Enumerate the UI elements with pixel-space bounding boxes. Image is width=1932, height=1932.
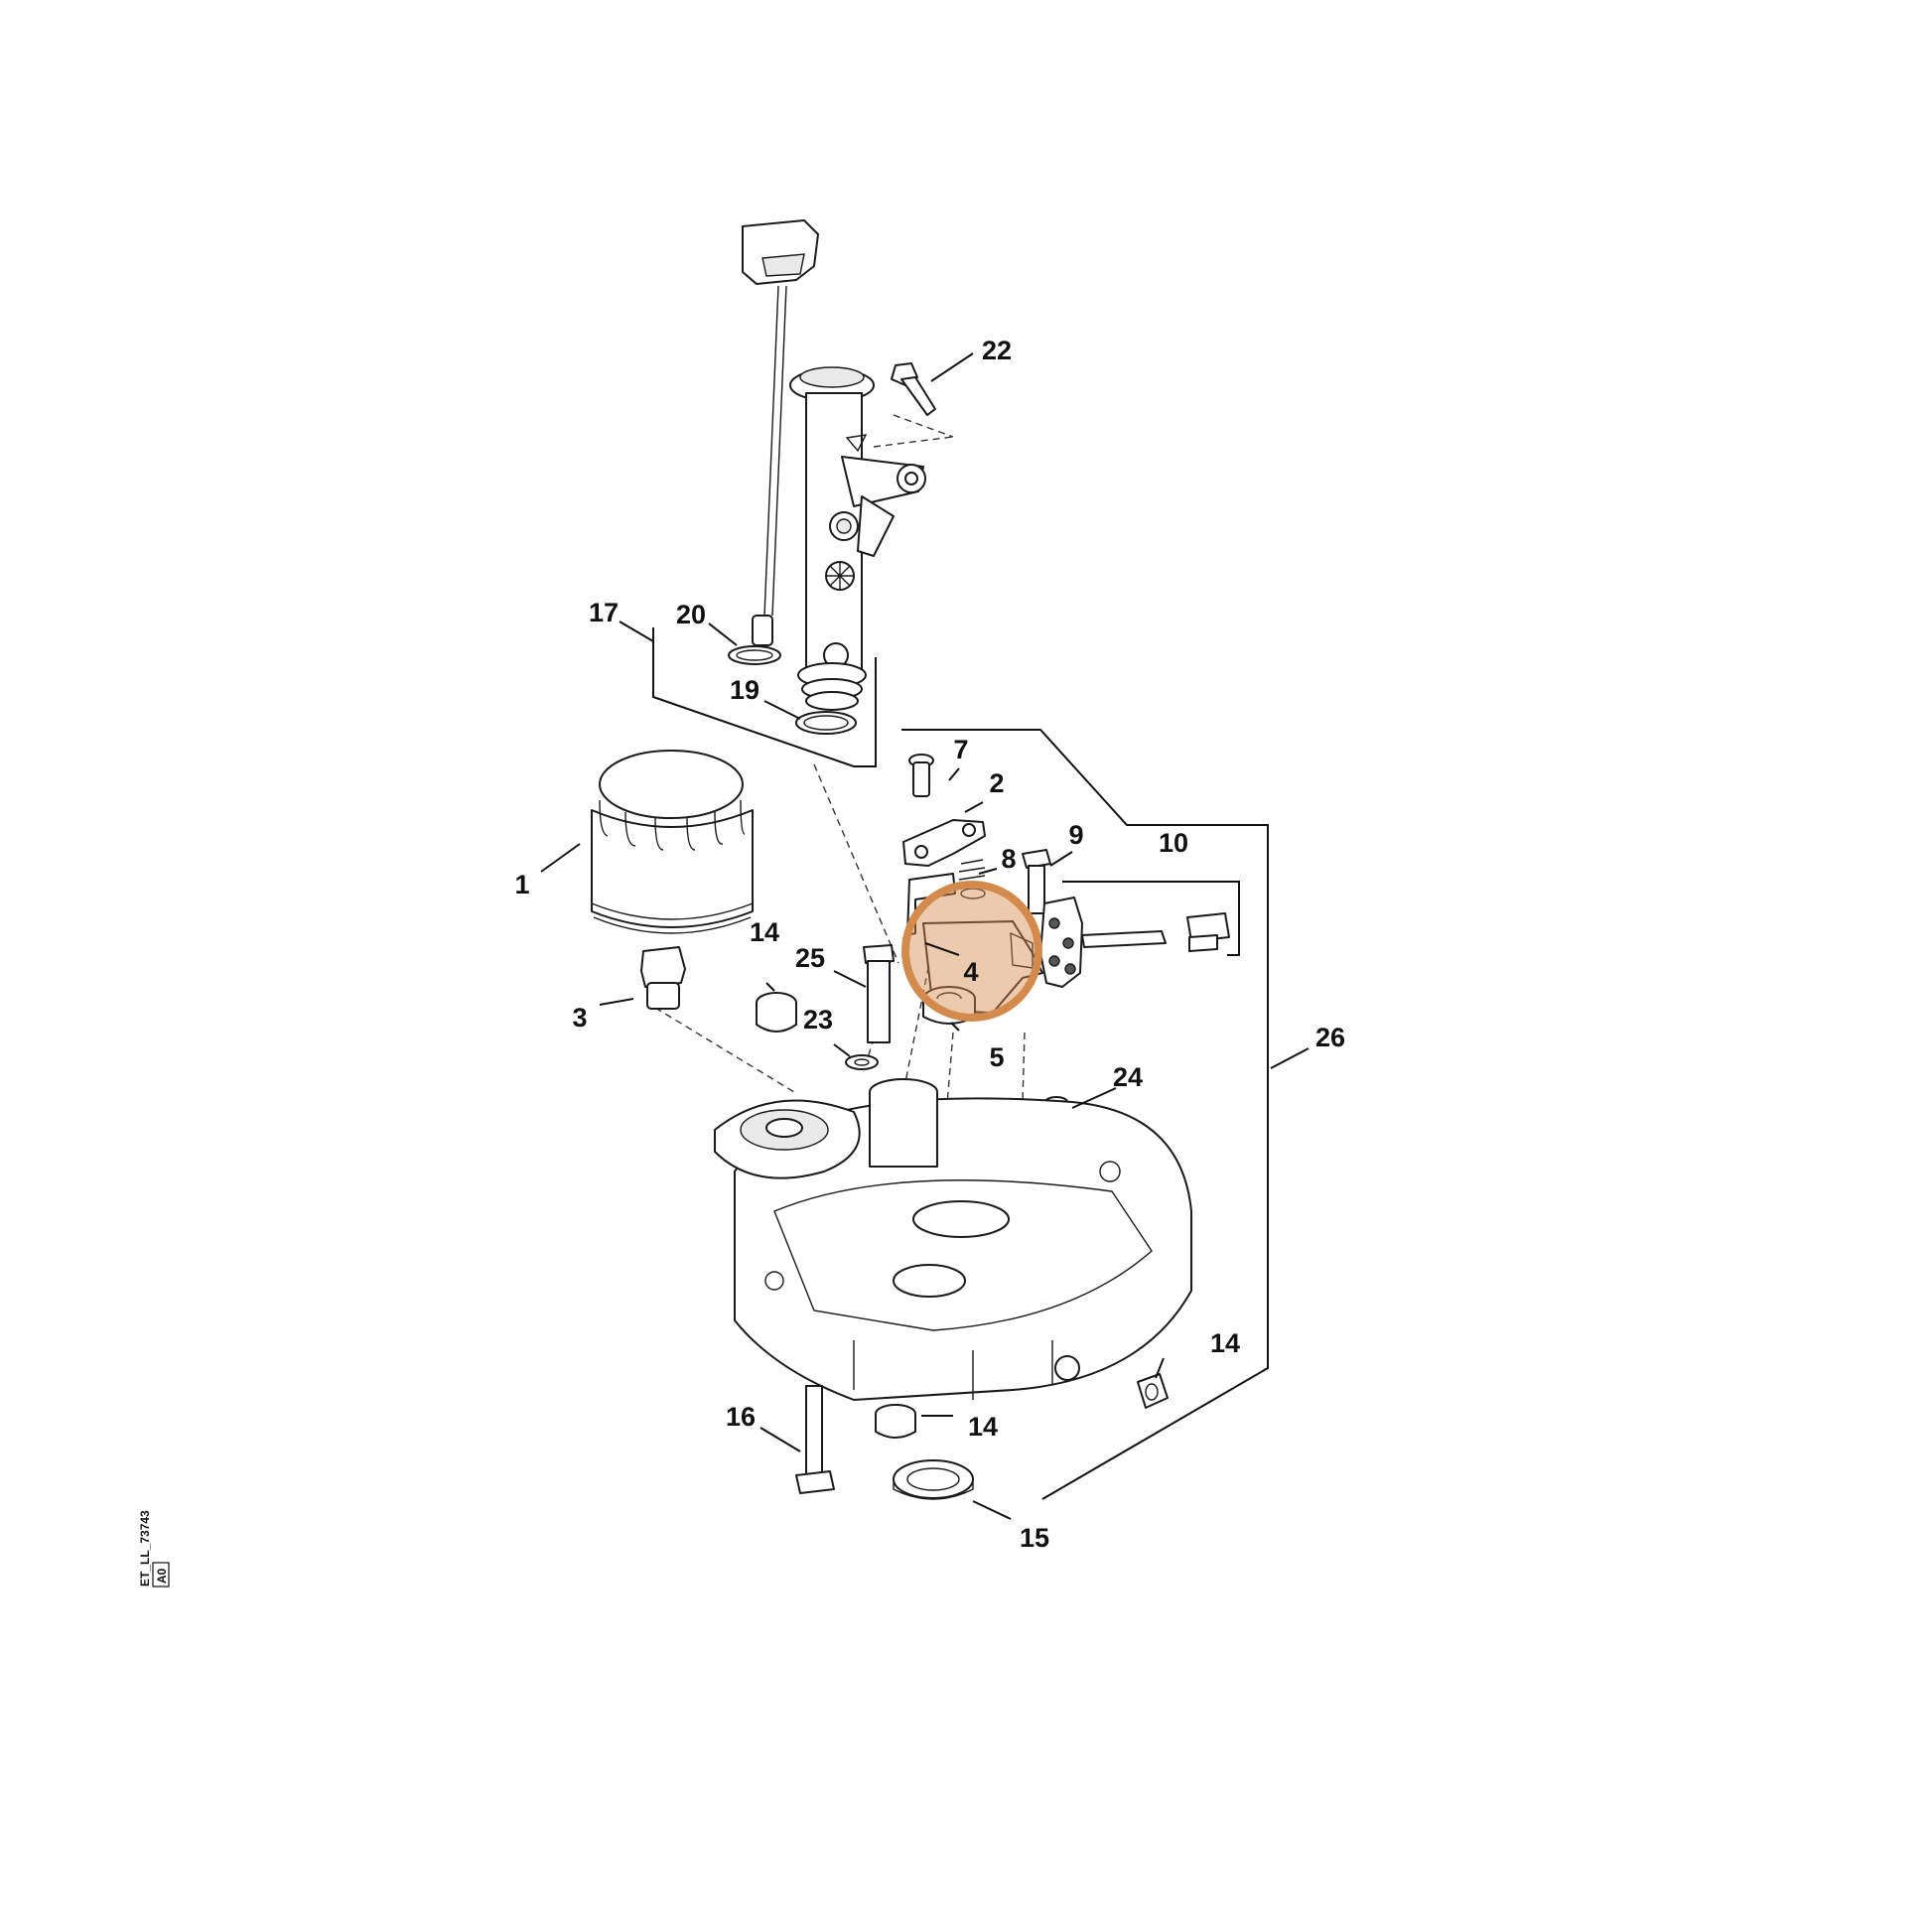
- oil-seal-15: [893, 1459, 974, 1500]
- callout-15: 15: [1020, 1523, 1049, 1553]
- callout-16: 16: [726, 1402, 756, 1432]
- washer-23: [845, 1054, 879, 1070]
- bolt-25: [863, 944, 895, 1043]
- group-brackets: [652, 627, 1269, 1500]
- bolt-9: [1022, 849, 1051, 914]
- callout-8: 8: [1001, 844, 1016, 874]
- leader-lines: [540, 352, 1310, 1520]
- callout-1: 1: [514, 870, 529, 899]
- bolt-16: [795, 1385, 835, 1494]
- bolt-22: [891, 362, 936, 416]
- dipstick: [742, 219, 819, 646]
- callout-14-bottom: 14: [968, 1412, 998, 1442]
- callout-10: 10: [1159, 828, 1188, 858]
- callout-3: 3: [572, 1003, 587, 1033]
- plug-14-right: [1137, 1373, 1169, 1409]
- threaded-nipple: [640, 946, 686, 1010]
- revision-text: A0: [155, 1568, 169, 1584]
- drawing-code: ET_LL_73743 A0: [138, 1510, 170, 1587]
- callout-24: 24: [1113, 1062, 1143, 1092]
- callout-5: 5: [989, 1042, 1004, 1072]
- oil-filter: [591, 750, 754, 934]
- callout-26: 26: [1315, 1023, 1345, 1052]
- callout-14-left: 14: [750, 917, 779, 947]
- o-ring-20: [728, 645, 781, 665]
- callout-7: 7: [953, 735, 968, 764]
- plug-14-left: [756, 992, 797, 1033]
- plug-14-bottom: [875, 1404, 916, 1439]
- callout-9: 9: [1068, 820, 1083, 850]
- callout-20: 20: [676, 600, 706, 629]
- cover-plate-2: [902, 819, 986, 867]
- screw-7: [908, 754, 934, 797]
- crankcase-sump: [714, 1078, 1192, 1401]
- oil-pump-assembly: [1039, 897, 1230, 988]
- oil-fill-tube: [789, 366, 926, 711]
- drawing-code-text: ET_LL_73743: [138, 1510, 152, 1587]
- callout-23: 23: [803, 1005, 833, 1035]
- callout-2: 2: [989, 768, 1004, 798]
- highlight-circle: [901, 881, 1042, 1022]
- callout-17: 17: [589, 598, 619, 627]
- part-callouts: 1 2 3 4 5 7 8 9 10 14 14 14 15 16 17 19 …: [514, 336, 1345, 1553]
- callout-19: 19: [730, 675, 759, 705]
- callout-22: 22: [982, 336, 1012, 365]
- o-ring-19: [795, 711, 857, 735]
- callout-25: 25: [795, 943, 825, 973]
- callout-14-right: 14: [1210, 1328, 1240, 1358]
- callout-4: 4: [963, 957, 978, 987]
